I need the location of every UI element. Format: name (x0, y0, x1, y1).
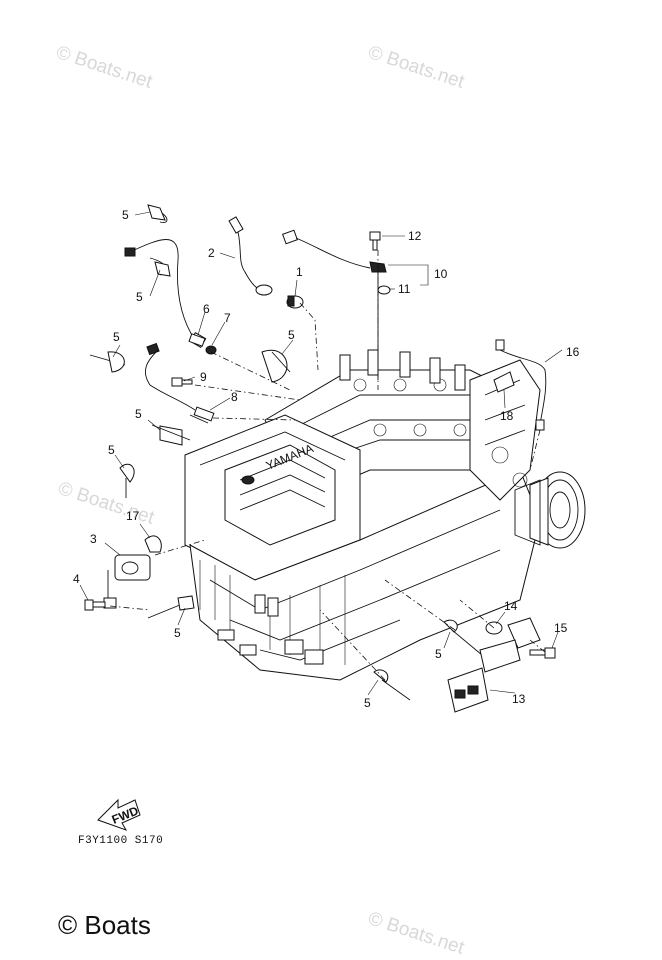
engine-block: YAMAHA (184, 349, 586, 681)
diagram-code: F3Y1100 S170 (78, 835, 164, 847)
callout-5f: 5 (108, 443, 115, 457)
callout-17: 17 (126, 509, 140, 523)
callout-numbers: 1 2 3 4 5 5 5 5 5 5 5 5 5 6 7 8 9 10 11 … (73, 208, 580, 710)
clip-5-mid (261, 349, 291, 383)
callout-5a: 5 (122, 208, 129, 222)
callout-5e: 5 (135, 407, 142, 421)
callout-5g: 5 (174, 626, 181, 640)
bolt-15 (529, 647, 556, 659)
sensor-6 (188, 333, 206, 347)
parts-diagram: YAMAHA (73, 204, 586, 831)
clip-5-left (89, 351, 126, 373)
callout-5i: 5 (435, 647, 442, 661)
callout-5h: 5 (364, 696, 371, 710)
sensor-8 (145, 342, 215, 424)
callout-2: 2 (208, 246, 215, 260)
callout-15: 15 (554, 621, 568, 635)
callout-14: 14 (504, 599, 518, 613)
callout-5b: 5 (136, 290, 143, 304)
sensor-13 (447, 617, 541, 713)
clip-5-lower-left (151, 424, 191, 446)
callout-4: 4 (73, 572, 80, 586)
callout-5c: 5 (113, 330, 120, 344)
bracket-17 (144, 535, 162, 553)
callout-1: 1 (296, 265, 303, 279)
callout-13: 13 (512, 692, 526, 706)
bolt-12 (369, 231, 381, 251)
callout-8: 8 (231, 390, 238, 404)
clip-5-bottom-left (147, 595, 195, 619)
bolt-4 (84, 599, 106, 611)
callout-10: 10 (434, 267, 448, 281)
clip-18 (493, 371, 515, 393)
callout-7: 7 (224, 311, 231, 325)
clip-5-bottom-center (373, 669, 411, 701)
fwd-arrow-icon: FWD (97, 798, 141, 831)
wire-harness-top-left (124, 204, 207, 349)
callout-18: 18 (500, 409, 514, 423)
sensor-3 (103, 554, 151, 609)
sensor-16 (495, 339, 547, 431)
callout-3: 3 (90, 532, 97, 546)
clip-5-far-left (119, 463, 135, 498)
callout-12: 12 (408, 229, 422, 243)
washer-7 (205, 345, 217, 355)
bolt-9 (171, 377, 193, 387)
callout-5d: 5 (288, 328, 295, 342)
callout-11: 11 (398, 282, 411, 296)
dashed-leaders (109, 250, 546, 681)
o-ring-11 (377, 285, 391, 295)
sensor-2 (228, 216, 273, 296)
callout-6: 6 (203, 302, 210, 316)
callout-9: 9 (200, 370, 207, 384)
sensor-1 (286, 295, 304, 309)
callout-16: 16 (566, 345, 580, 359)
watermark-bottom-left: © Boats (58, 910, 151, 940)
callout-leaders (79, 211, 563, 696)
